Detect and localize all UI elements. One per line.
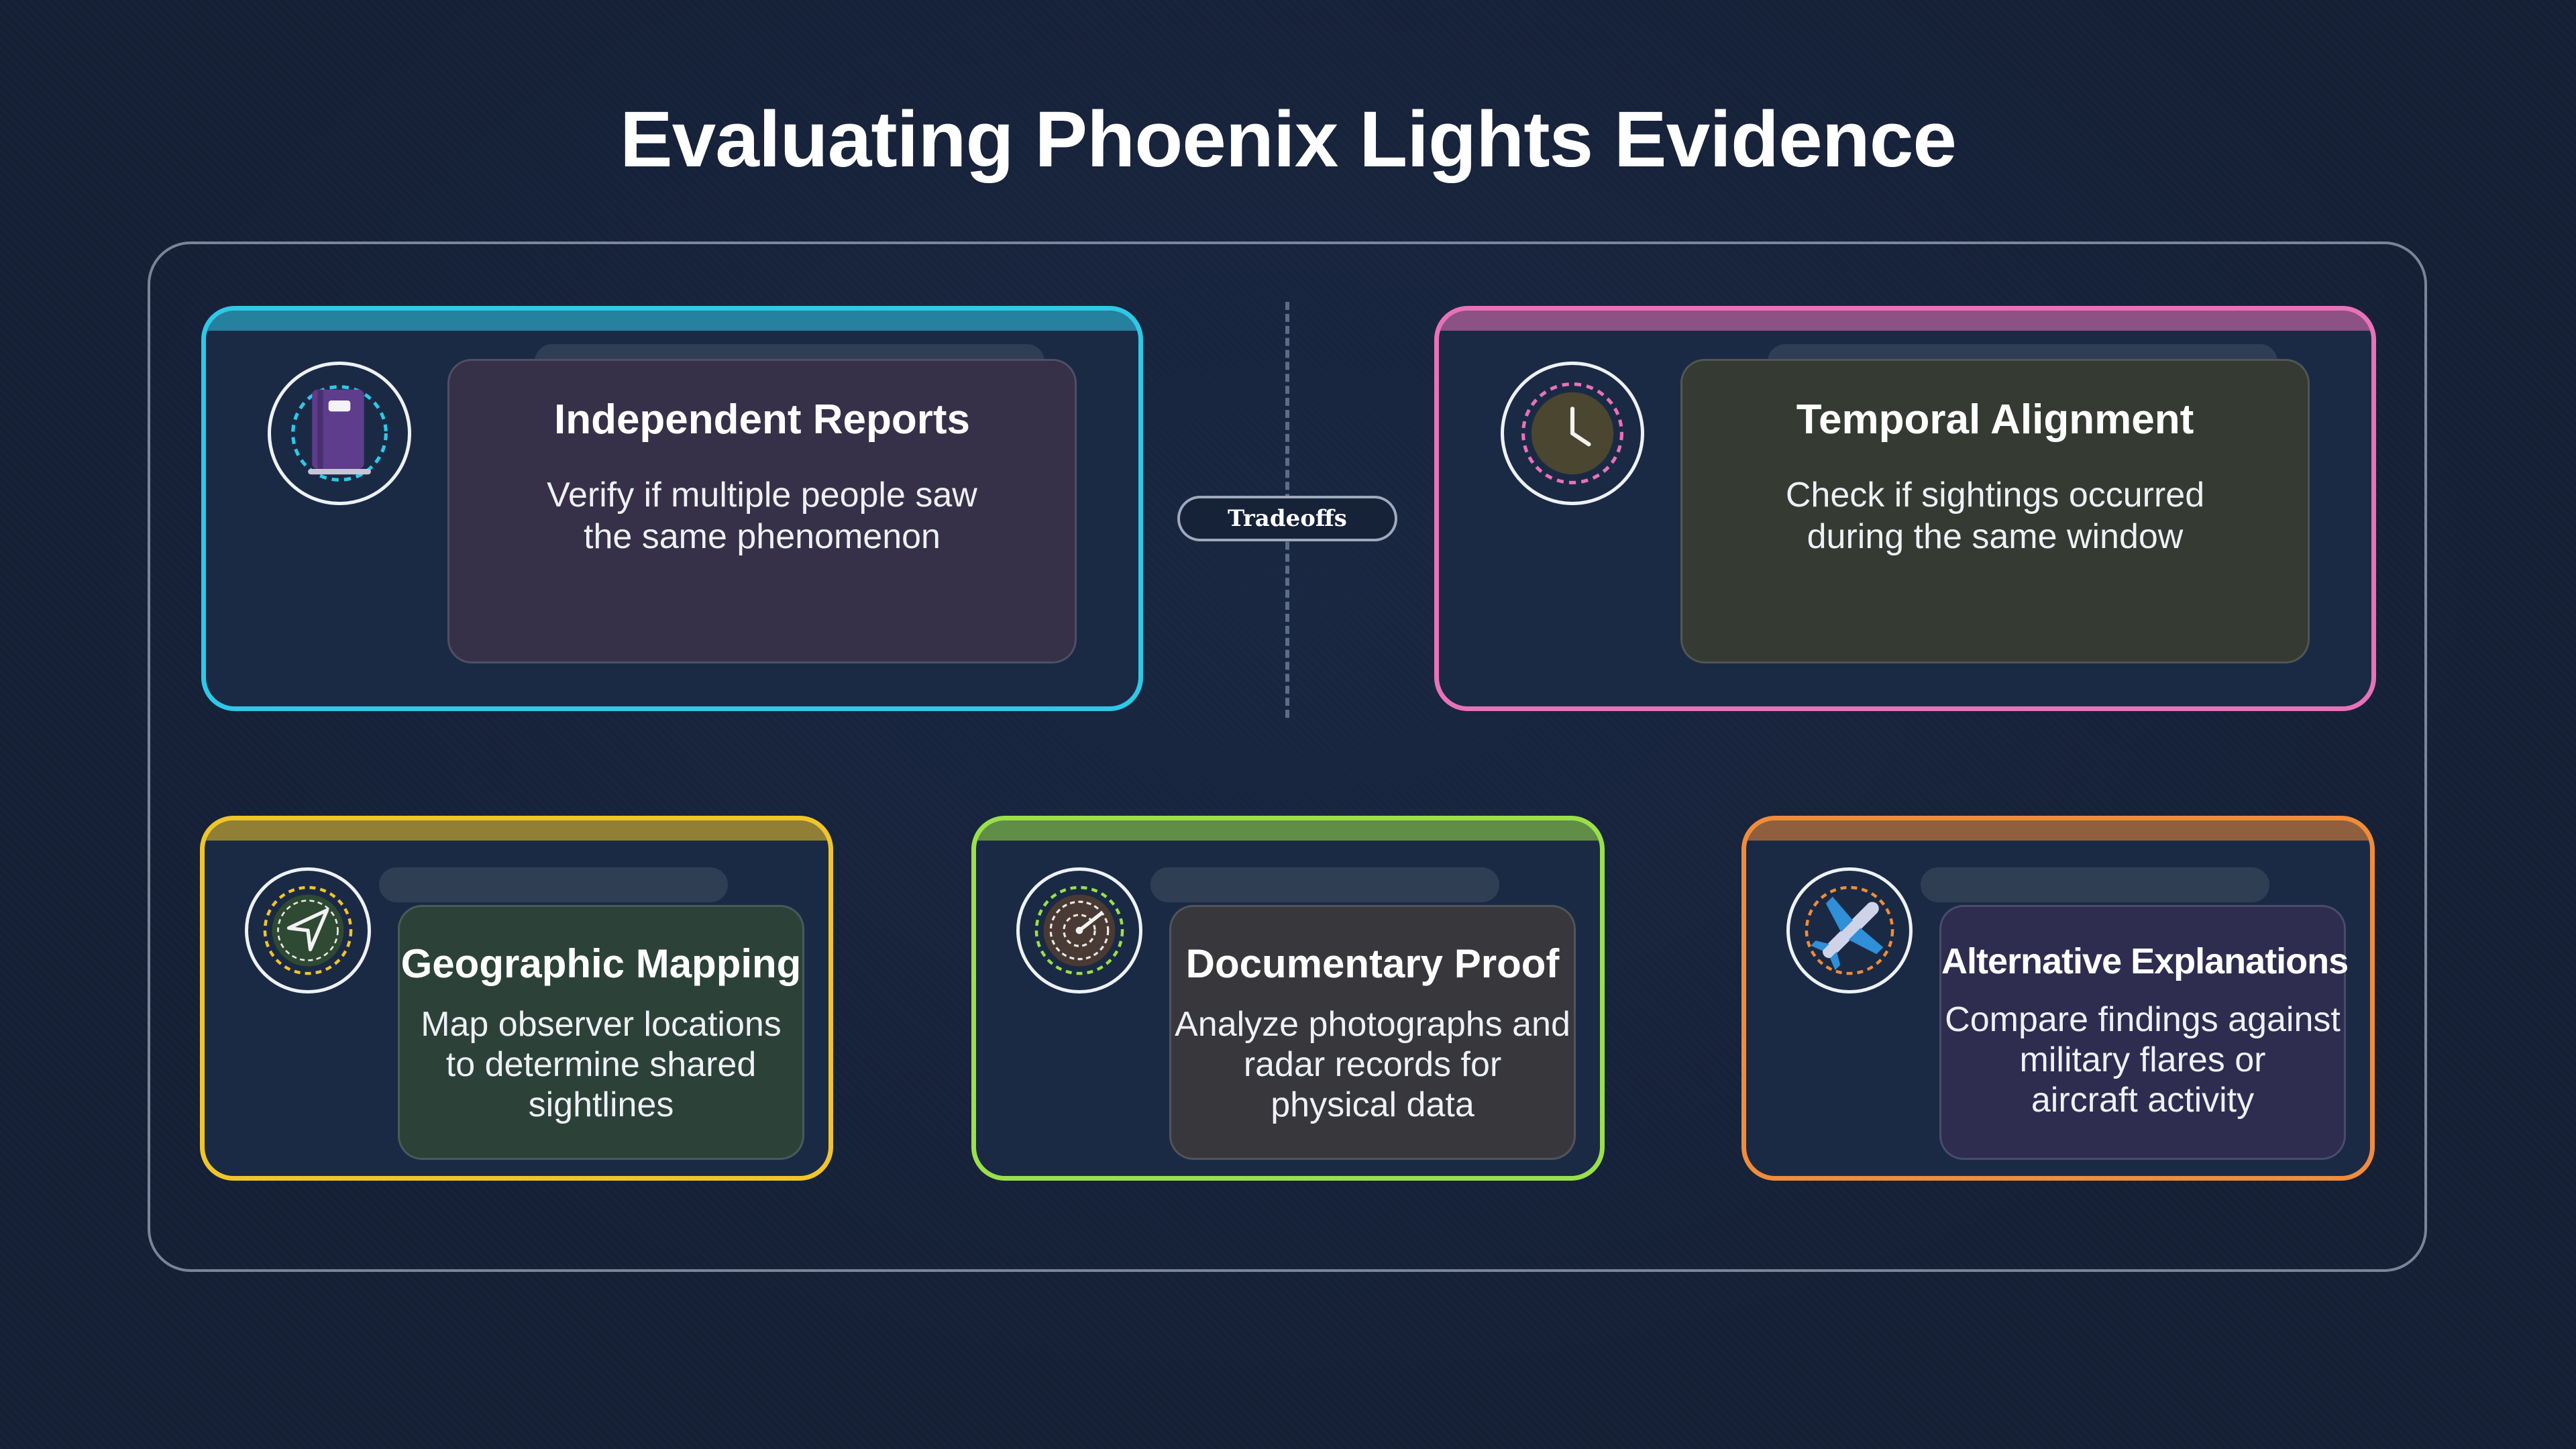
- card-ghost-bar: [1150, 867, 1499, 902]
- card-description-line: Map observer locations: [421, 1005, 782, 1044]
- book-icon: [268, 362, 411, 505]
- card-panel: Temporal Alignment Check if sightings oc…: [1680, 359, 2310, 663]
- page-title: Evaluating Phoenix Lights Evidence: [619, 95, 1957, 184]
- card-description-line: the same phenomenon: [584, 517, 941, 556]
- card-ghost-bar: [1921, 867, 2269, 902]
- clock-icon: [1501, 362, 1644, 505]
- card-panel: Geographic Mapping Map observer location…: [398, 905, 804, 1160]
- radar-icon: [1016, 867, 1142, 994]
- card-description-line: sightlines: [528, 1085, 674, 1124]
- card-accent-bar: [205, 820, 828, 841]
- card-panel: Independent Reports Verify if multiple p…: [447, 359, 1077, 663]
- card-description-line: Verify if multiple people saw: [547, 476, 977, 515]
- card-panel: Alternative Explanations Compare finding…: [1939, 905, 2349, 1160]
- card-ghost-bar: [379, 867, 728, 902]
- tradeoffs-badge: Tradeoffs: [1177, 496, 1397, 541]
- card-title: Alternative Explanations: [1941, 941, 2349, 981]
- card-temporal-alignment: Temporal Alignment Check if sightings oc…: [1434, 306, 2376, 711]
- card-description-line: to determine shared: [445, 1045, 757, 1084]
- diagram-frame: [148, 241, 2427, 1272]
- card-description-line: military flares or: [2019, 1040, 2266, 1079]
- card-accent-bar: [1439, 311, 2371, 331]
- card-title: Geographic Mapping: [400, 941, 802, 986]
- card-accent-bar: [206, 311, 1138, 331]
- card-panel: Documentary Proof Analyze photographs an…: [1169, 905, 1576, 1160]
- card-description-line: Compare findings against: [1945, 1000, 2341, 1039]
- card-title: Independent Reports: [553, 396, 971, 443]
- card-title: Temporal Alignment: [1796, 396, 2194, 443]
- card-accent-bar: [1746, 820, 2370, 841]
- card-description-line: Analyze photographs and: [1175, 1005, 1570, 1044]
- card-description-line: aircraft activity: [2031, 1081, 2255, 1120]
- card-description-line: physical data: [1271, 1085, 1474, 1124]
- card-independent-reports: Independent Reports Verify if multiple p…: [201, 306, 1143, 711]
- card-documentary-proof: Documentary Proof Analyze photographs an…: [971, 816, 1605, 1181]
- card-description-line: Check if sightings occurred: [1785, 476, 2205, 515]
- airplane-icon: [1786, 867, 1913, 994]
- card-title: Documentary Proof: [1185, 941, 1560, 986]
- card-alternative-explanations: Alternative Explanations Compare finding…: [1741, 816, 2375, 1181]
- card-description-line: radar records for: [1243, 1045, 1502, 1084]
- card-accent-bar: [976, 820, 1600, 841]
- card-description-line: during the same window: [1807, 517, 2184, 556]
- card-geographic-mapping: Geographic Mapping Map observer location…: [200, 816, 833, 1181]
- navigation-arrow-icon: [245, 867, 371, 994]
